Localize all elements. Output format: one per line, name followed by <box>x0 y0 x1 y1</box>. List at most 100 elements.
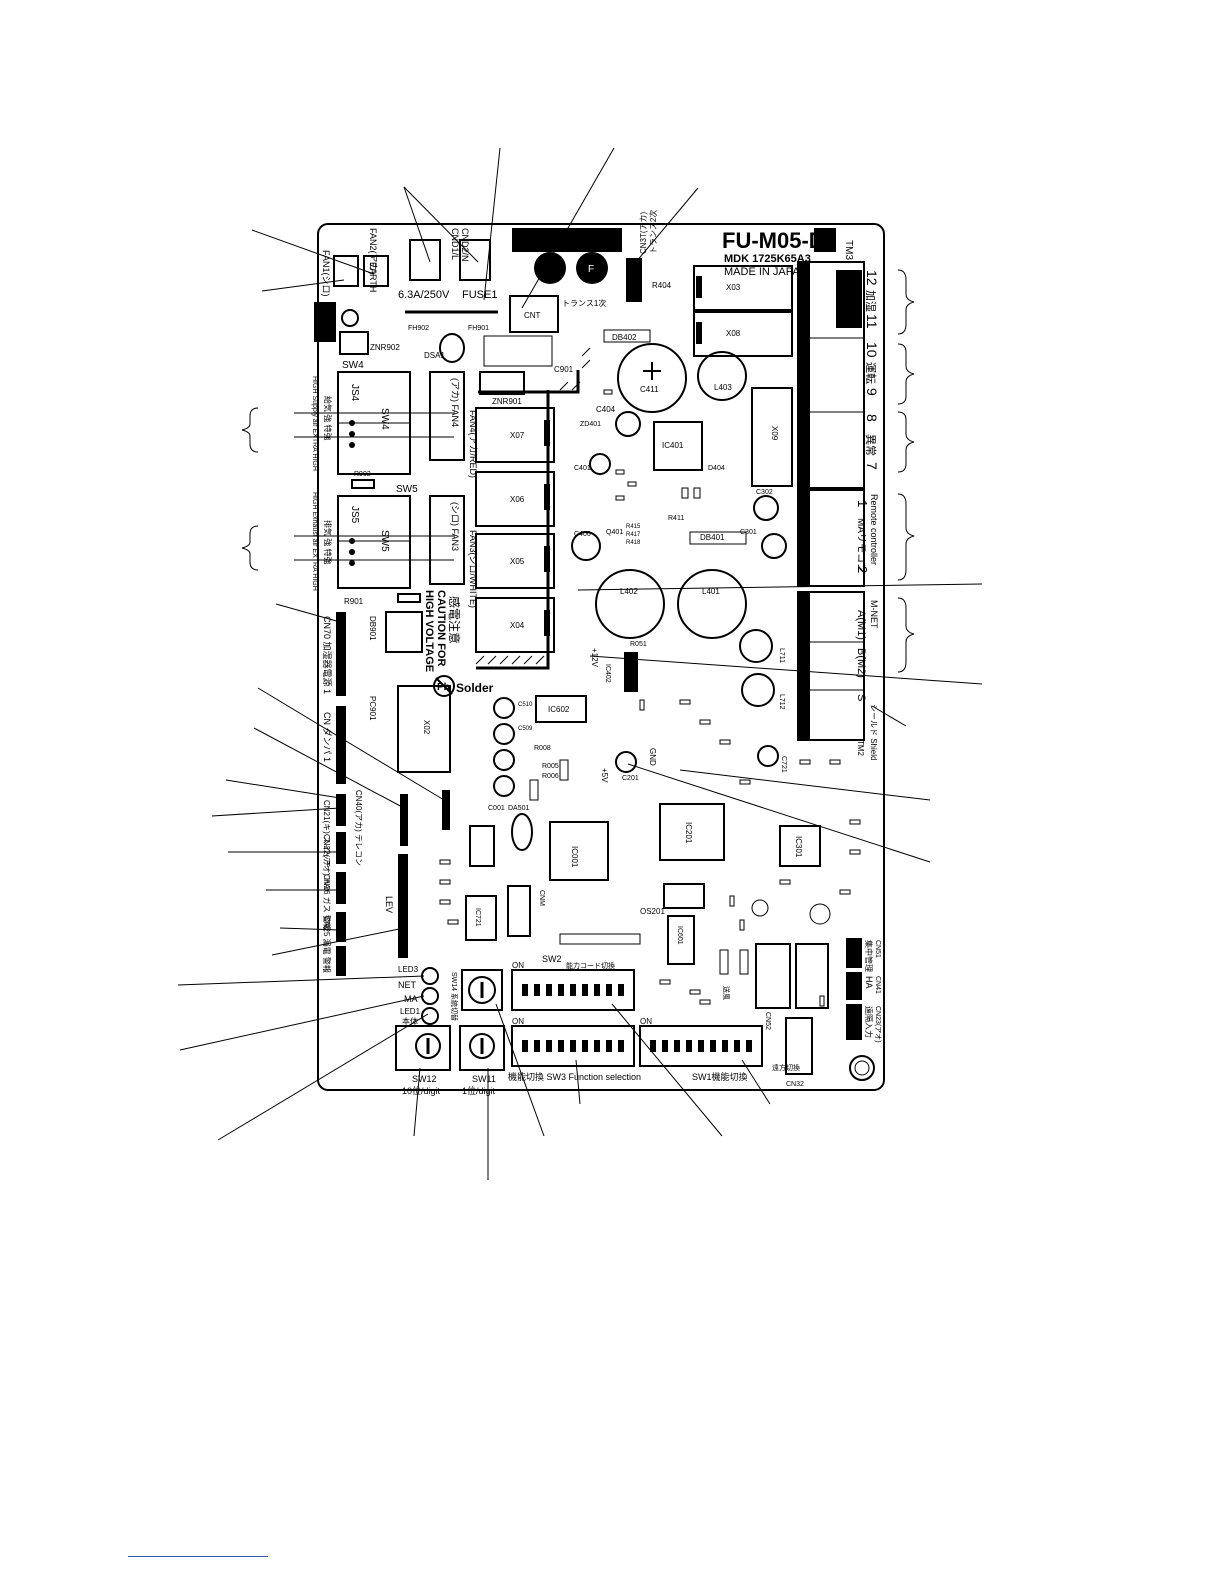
led2-ma <box>421 987 439 1005</box>
sw14-rotary <box>461 969 503 1011</box>
supply-air-label: HIGH Supply air EXTRA HIGH <box>311 376 318 471</box>
mounting-hole-bottom-inner <box>854 1060 870 1076</box>
fuse-f-label: F <box>588 264 594 275</box>
ic602-chip <box>535 695 587 723</box>
cn23-caption: 遠隔入力 <box>864 1006 874 1038</box>
r006-label: R006 <box>542 773 559 780</box>
l401-inductor <box>677 569 747 639</box>
c510-label: C510 <box>518 702 533 708</box>
cn40-label: CN40(アカ) テレコン <box>354 790 363 866</box>
dsa1-label: DSA1 <box>424 351 445 360</box>
relay-x06-label: X06 <box>510 495 525 504</box>
connector-mid <box>795 943 829 1009</box>
brace-remote <box>897 493 915 581</box>
main-relay-block <box>512 228 622 252</box>
capacitor-cn2 <box>576 252 608 284</box>
brace-fault <box>897 411 915 473</box>
ic721-chip <box>465 895 497 941</box>
fan2-label: FAN2(アカ) <box>368 228 378 275</box>
fan3-connector <box>429 495 465 585</box>
os201-label: OS201 <box>640 907 665 916</box>
board-origin: MADE IN JAPAN <box>724 266 808 278</box>
sw4-label: SW4 <box>342 360 364 371</box>
terminal-10: 10 <box>864 342 880 358</box>
mnet-label: M-NET <box>869 600 879 629</box>
relay-x07-label: X07 <box>510 431 525 440</box>
sl-block <box>314 302 336 342</box>
plus5v-label: +5V <box>600 768 609 783</box>
led1-label: LED1 <box>400 1007 421 1016</box>
sw5-label: SW5 <box>396 484 418 495</box>
js5-switch <box>337 495 411 589</box>
ic001-chip <box>549 821 609 881</box>
remote-t2: 2 <box>855 566 870 573</box>
sw1-on: ON <box>640 1017 652 1026</box>
c404-label: C404 <box>596 405 616 414</box>
oscillator <box>511 813 533 851</box>
cn40-connector <box>336 794 346 826</box>
ic801-chip <box>469 825 495 867</box>
cn52-caption: 送風 <box>722 986 731 1000</box>
brace-humid <box>897 269 915 335</box>
db401-label: DB401 <box>700 533 725 542</box>
solder-label: Solder <box>456 681 494 695</box>
znr902-label: ZNR902 <box>370 343 400 352</box>
relay-x05-label: X05 <box>510 557 525 566</box>
fh901-label: FH901 <box>468 325 489 332</box>
terminal-fault: 異常 <box>864 434 877 456</box>
ic721-label: IC721 <box>474 908 481 927</box>
d404-label: D404 <box>708 465 725 472</box>
exhaust-air-jp: 排気 強 特強 <box>323 520 333 564</box>
js5-pin-1 <box>349 538 355 544</box>
mnet-black-side <box>798 592 810 740</box>
sw3-caption: 機能切換 SW3 Function selection <box>508 1071 641 1082</box>
sw14-caption: SW14 系統切替 <box>450 972 459 1021</box>
fuse-rating: 6.3A/250V <box>398 289 450 301</box>
cnd1-connector <box>409 239 441 281</box>
brace-mnet <box>897 597 915 673</box>
c901 <box>483 335 553 367</box>
r902 <box>351 479 375 489</box>
l402-label: L402 <box>620 587 638 596</box>
exhaust-air-label: HIGH Exhaust air EXTRA HIGH <box>311 492 318 591</box>
c404-cap <box>615 411 641 437</box>
cnt-label: CNT <box>524 311 541 320</box>
cn23-label: CN23(アオ) <box>874 1006 882 1043</box>
fan1-label: FAN1(シロ) <box>321 250 331 297</box>
sw1-dip <box>639 1025 763 1067</box>
sw1-caption: SW1機能切換 <box>692 1071 748 1082</box>
sw14-dial <box>468 976 496 1004</box>
lev-connector <box>398 854 408 958</box>
cn26-connector <box>336 912 346 942</box>
r902-label: R902 <box>354 471 371 478</box>
r901-label: R901 <box>344 597 364 606</box>
l401-label: L401 <box>702 587 720 596</box>
sw2-keys <box>522 984 624 996</box>
terminal-9: 9 <box>864 388 880 396</box>
cnt-relay <box>509 295 559 333</box>
sw12-label: SW12 <box>412 1074 437 1084</box>
r005-label: R005 <box>542 763 559 770</box>
znr901 <box>479 371 525 395</box>
cn22-connector <box>336 872 346 904</box>
shield-label: シールド Shield <box>869 704 878 760</box>
ic402-label: IC402 <box>604 664 611 683</box>
cn21-connector <box>336 832 346 864</box>
c406-cap <box>571 531 601 561</box>
board-part-number: MDK 1725K65A3 <box>724 253 811 265</box>
c508-cap <box>493 749 515 771</box>
terminal-run: 運転 <box>864 362 877 384</box>
relay-x06 <box>475 471 555 527</box>
cn51-caption: 集中管理 <box>864 940 874 972</box>
net-label: NET <box>398 980 417 990</box>
relay-x03-label: X03 <box>726 283 741 292</box>
sl-label: S/L <box>322 308 332 322</box>
sw11-rotary <box>459 1025 505 1071</box>
c411-cap <box>617 343 687 413</box>
cn26-label: CN26 ガス 警報 <box>322 874 332 931</box>
ic301-label: IC301 <box>794 836 803 858</box>
terminal-8: 8 <box>864 414 880 422</box>
fan1-connector <box>333 255 359 287</box>
supply-air-jp: 給気 強 特強 <box>323 396 333 440</box>
cn32-label: CN32 <box>786 1081 804 1088</box>
